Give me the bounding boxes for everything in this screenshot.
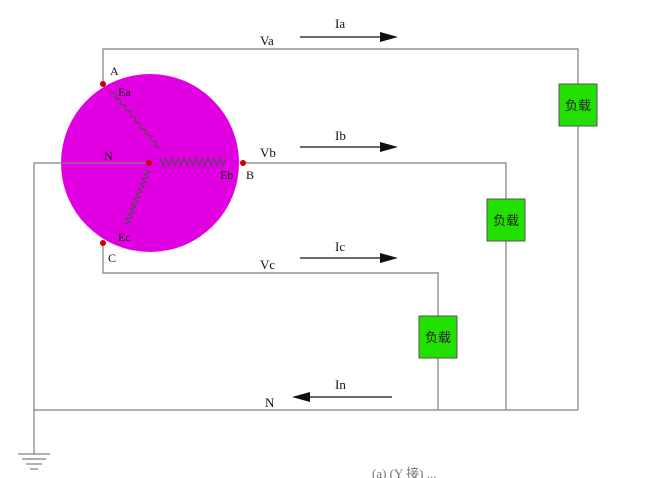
label-ia: Ia: [335, 16, 345, 31]
coil-ec: [123, 169, 152, 225]
load-c-box: [418, 315, 458, 359]
neutral-line: [33, 162, 578, 411]
arrowhead-ib: [380, 142, 398, 152]
label-eb: Eb: [220, 168, 233, 182]
label-ea: Ea: [118, 85, 131, 99]
label-va: Va: [260, 33, 274, 48]
caption: (a) (Y 接) ...: [372, 466, 437, 478]
load-a-label: 负载: [565, 99, 591, 114]
label-ib: Ib: [335, 128, 346, 143]
load-c-label: 负载: [425, 331, 451, 346]
phase-a-line: [102, 48, 579, 84]
label-vb: Vb: [260, 145, 276, 160]
label-terminal-b: B: [246, 168, 254, 182]
arrowhead-ic: [380, 253, 398, 263]
arrowhead-in: [292, 392, 310, 402]
label-terminal-a: A: [110, 64, 119, 78]
node-n: [146, 160, 152, 166]
label-in: In: [335, 377, 346, 392]
coil-ea: [109, 91, 162, 149]
load-b-box: [486, 198, 526, 242]
load-a: 负载: [558, 83, 598, 127]
load-b-label: 负载: [493, 214, 519, 229]
label-terminal-c: C: [108, 251, 116, 265]
ground-symbol: [18, 453, 50, 470]
load-a-box: [558, 83, 598, 127]
label-ic: Ic: [335, 239, 345, 254]
load-c: 负载: [418, 315, 458, 359]
label-vc: Vc: [260, 257, 275, 272]
load-b: 负载: [486, 198, 526, 242]
phase-c-line: [102, 243, 439, 316]
label-generator-n: N: [104, 149, 113, 163]
node-a: [100, 81, 106, 87]
arrowhead-ia: [380, 32, 398, 42]
coil-eb: [159, 156, 227, 168]
label-neutral-n: N: [265, 395, 275, 410]
label-ec: Ec: [118, 230, 131, 244]
node-c: [100, 240, 106, 246]
generator-coils: [109, 91, 227, 225]
phase-b-line: [243, 162, 507, 199]
wiring: [33, 48, 579, 454]
node-b: [240, 160, 246, 166]
